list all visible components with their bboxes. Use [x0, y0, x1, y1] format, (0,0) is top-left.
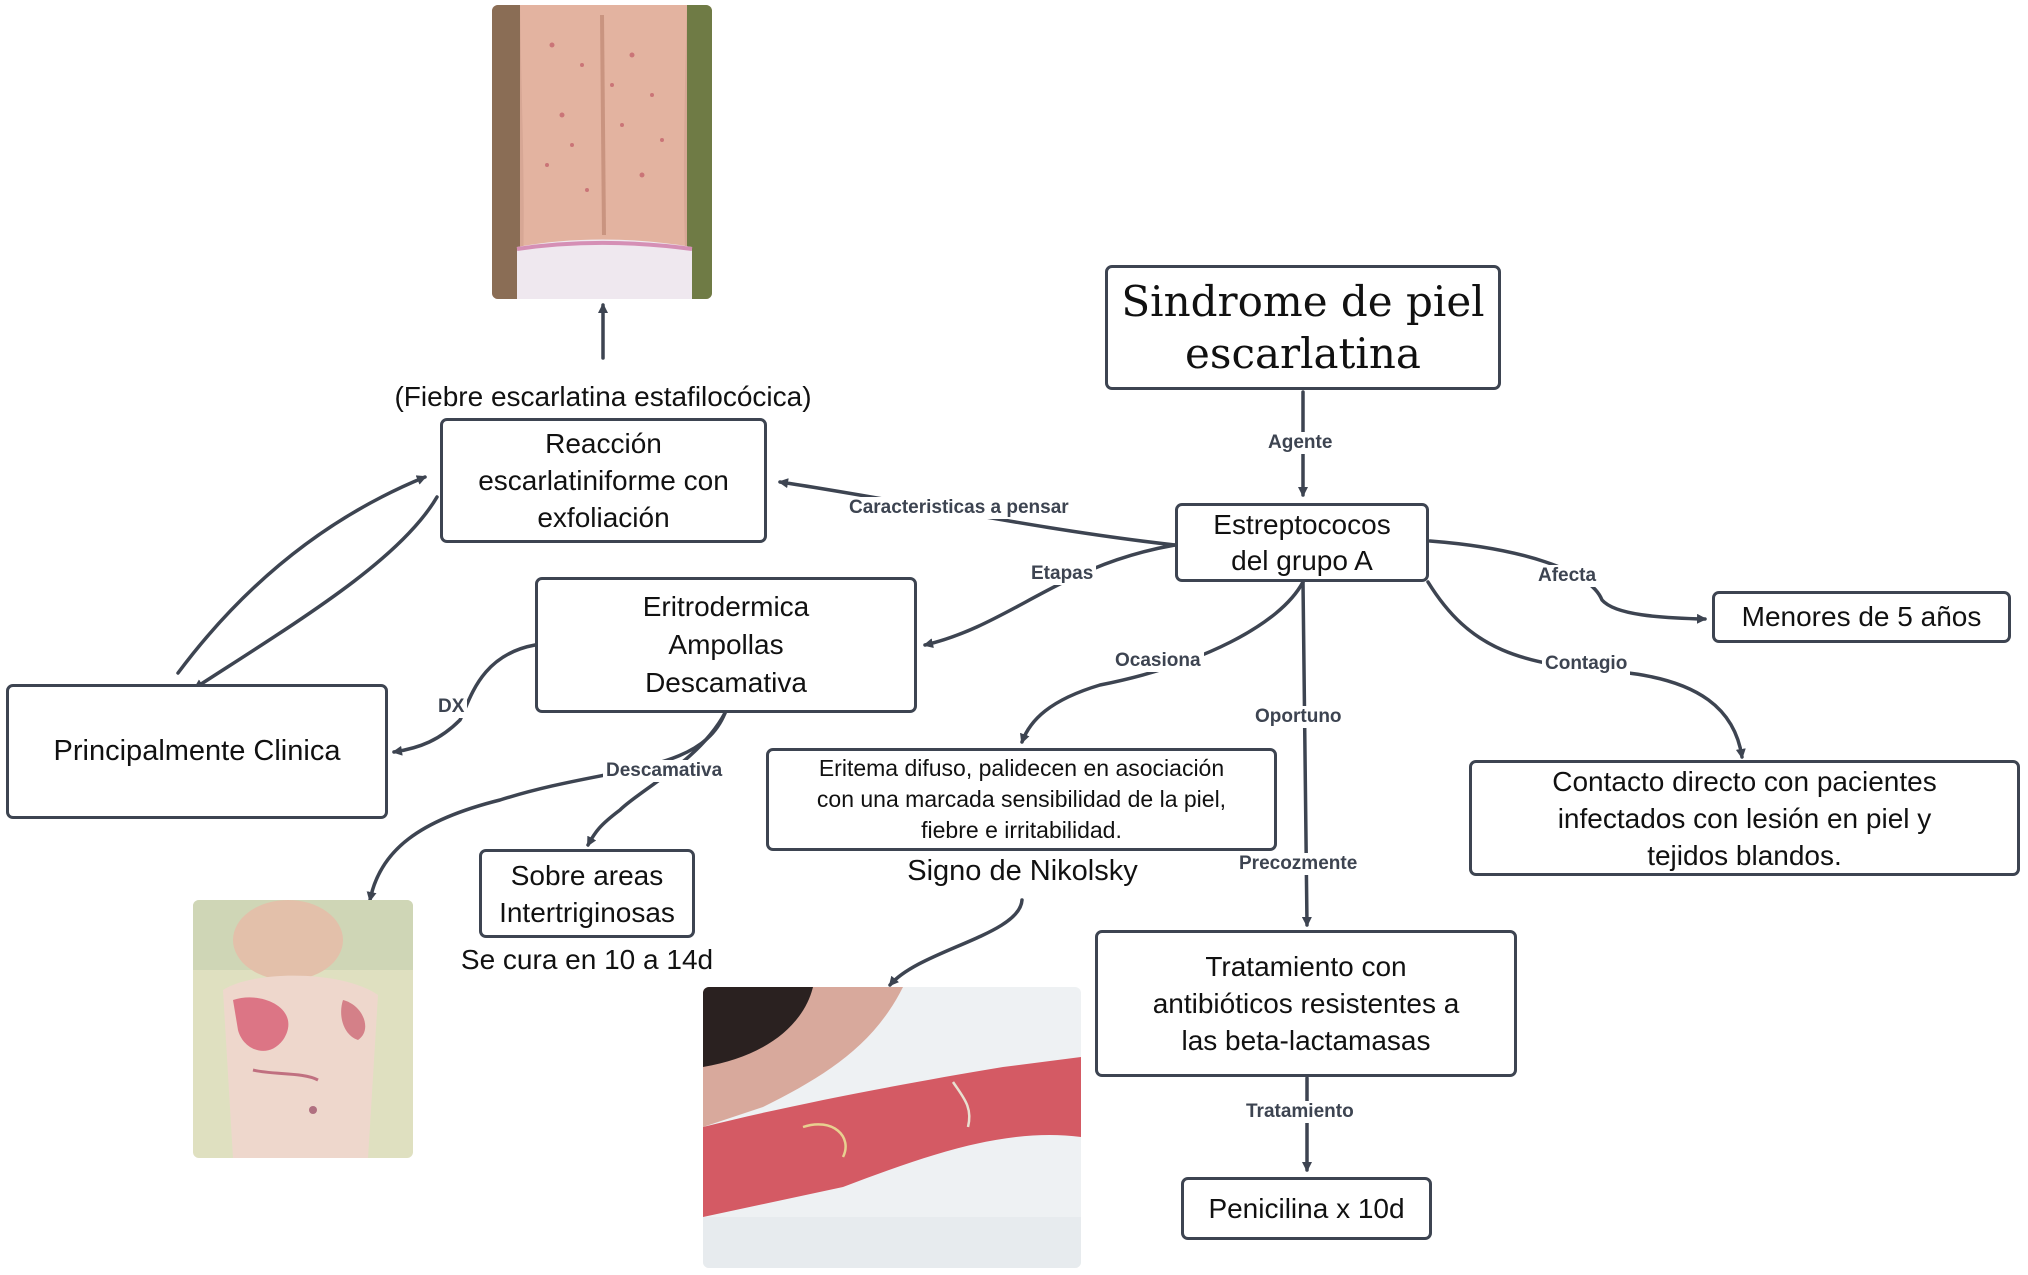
principalmente-clinica-node: Principalmente Clinica — [6, 684, 388, 819]
edge-label-contagio: Contagio — [1542, 653, 1630, 675]
eritema-node: Eritema difuso, palidecen en asociación … — [766, 748, 1277, 851]
child-exfoliation-photo — [193, 900, 413, 1158]
edge-nikolsky-photo — [890, 900, 1022, 985]
fiebre-estafilococica-text: (Fiebre escarlatina estafilocócica) — [360, 380, 846, 414]
edge-label-oportuno: Oportuno — [1252, 706, 1345, 728]
title-box: Sindrome de piel escarlatina — [1105, 265, 1501, 390]
eritrodermica-node: Eritrodermica Ampollas Descamativa — [535, 577, 917, 713]
nikolsky-sign-photo — [703, 987, 1081, 1268]
contacto-node: Contacto directo con pacientes infectado… — [1469, 760, 2020, 876]
penicilina-node: Penicilina x 10d — [1181, 1177, 1432, 1240]
sobre-areas-node: Sobre areas Intertriginosas — [479, 849, 695, 938]
edge-label-etapas: Etapas — [1028, 563, 1096, 585]
edge-reaccion-principal — [195, 497, 437, 688]
edge-estrepto-eritro — [925, 545, 1175, 645]
edge-label-ocasiona: Ocasiona — [1112, 650, 1204, 672]
signo-nikolsky-text: Signo de Nikolsky — [860, 853, 1185, 889]
se-cura-text: Se cura en 10 a 14d — [437, 942, 737, 978]
tratamiento-node: Tratamiento con antibióticos resistentes… — [1095, 930, 1517, 1077]
edge-label-afecta: Afecta — [1535, 565, 1599, 587]
menores-node: Menores de 5 años — [1712, 591, 2011, 643]
edge-principal-reaccion — [178, 477, 425, 673]
edge-label-caracteristicas: Caracteristicas a pensar — [846, 497, 1072, 519]
edge-label-precozmente: Precozmente — [1236, 853, 1360, 875]
edge-label-agente: Agente — [1265, 432, 1335, 454]
reaccion-node: Reacción escarlatiniforme con exfoliació… — [440, 418, 767, 543]
edge-label-tratamiento: Tratamiento — [1243, 1101, 1357, 1123]
edge-label-dx: DX — [435, 696, 467, 718]
estreptococos-node: Estreptococos del grupo A — [1175, 503, 1429, 582]
back-rash-photo — [492, 5, 712, 299]
edge-label-descamativa: Descamativa — [603, 760, 725, 782]
